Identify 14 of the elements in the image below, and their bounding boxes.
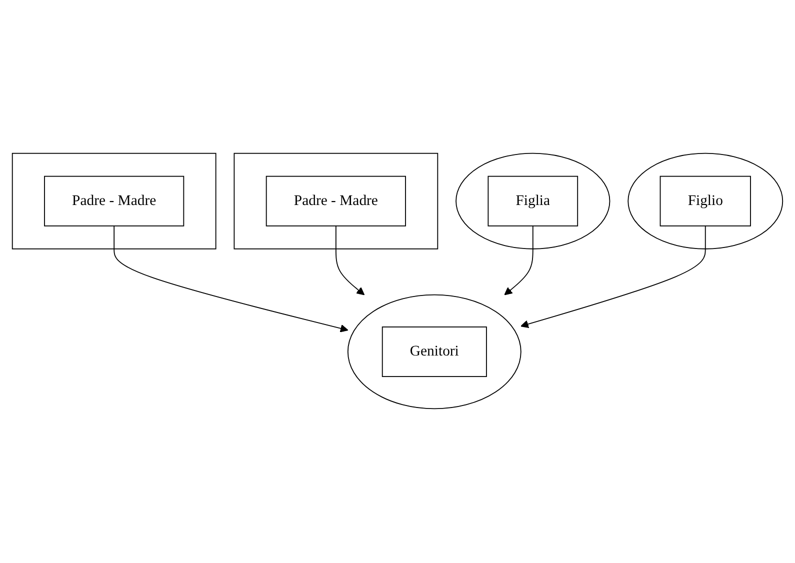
cluster <box>628 153 784 250</box>
cluster <box>456 153 610 250</box>
node-box: Figlia <box>488 176 578 227</box>
arrow <box>520 226 706 329</box>
cluster <box>347 294 522 410</box>
cluster <box>234 153 438 250</box>
cluster <box>12 153 216 250</box>
arrow <box>504 226 534 296</box>
node-box: Genitori <box>382 326 487 378</box>
arrow <box>114 226 348 333</box>
arrow <box>335 226 365 296</box>
node-box: Padre - Madre <box>266 176 406 227</box>
node-box: Padre - Madre <box>44 176 184 227</box>
node-box: Figlio <box>660 176 751 227</box>
